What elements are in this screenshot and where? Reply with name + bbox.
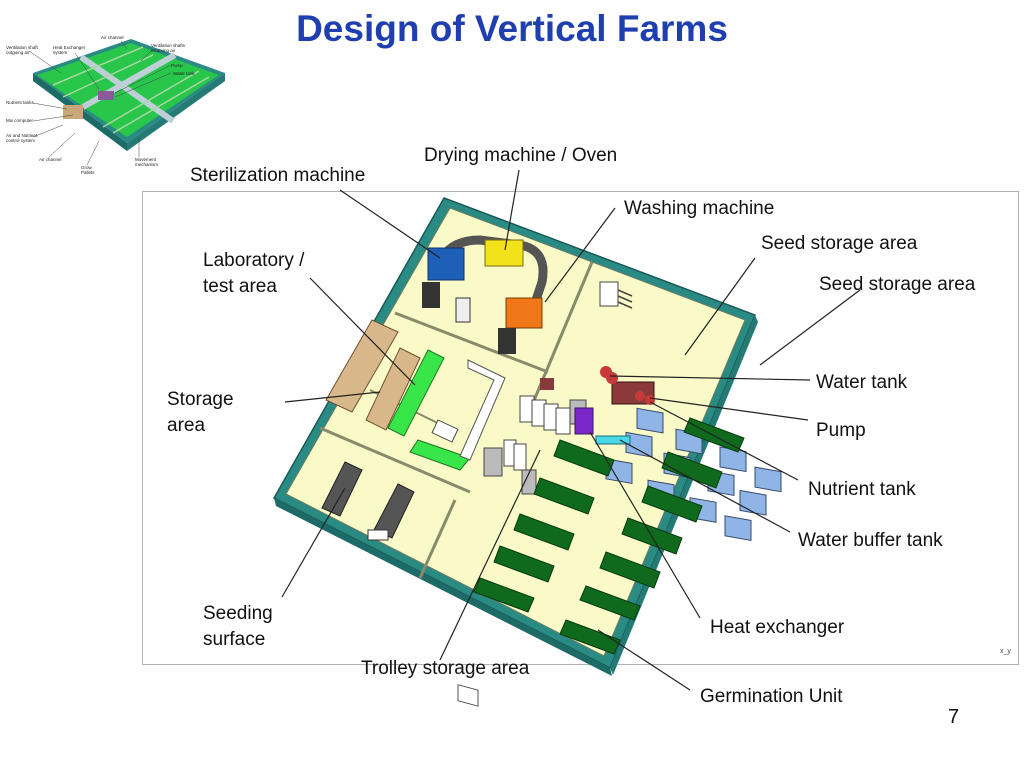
thumb-label-nutrient-tanks: Nutrient tanks xyxy=(6,100,34,105)
overview-thumbnail: Ventilation shaft outgoing air Heat Exch… xyxy=(3,33,227,175)
thumb-label-air-nutrient-control: Air and Nutrient control system xyxy=(6,133,38,143)
thumb-label-water-tank: Water tank xyxy=(173,71,195,76)
thumb-label-air-channel-top: Air channel xyxy=(101,35,124,40)
water-buffer-tank-unit xyxy=(595,435,631,445)
callout-water-tank: Water tank xyxy=(816,372,908,393)
callout-laboratory-line2: test area xyxy=(203,276,277,297)
callout-drying-machine: Drying machine / Oven xyxy=(424,145,618,166)
drying-machine xyxy=(484,239,524,267)
callout-washing-machine: Washing machine xyxy=(624,198,775,219)
callout-pump: Pump xyxy=(816,420,866,441)
callout-seeding-surface: Seeding xyxy=(203,603,273,624)
heat-exchanger-unit xyxy=(574,407,594,435)
callout-laboratory: Laboratory / xyxy=(203,250,305,271)
page-number: 7 xyxy=(948,706,960,728)
thumb-label-heat-exchanger: Heat Exchanger system xyxy=(53,45,86,55)
thumb-label-air-channel-bottom: Air channel xyxy=(39,157,62,162)
callout-nutrient-tank: Nutrient tank xyxy=(808,479,916,500)
axis-marker: x_y xyxy=(1000,648,1011,655)
thumb-label-movement-mechanism: Movement mechanism xyxy=(135,157,159,167)
callout-seed-storage-2: Seed storage area xyxy=(819,274,976,295)
callout-heat-exchanger: Heat exchanger xyxy=(710,617,845,638)
thumb-label-mix-computer: Mix computer xyxy=(6,118,34,123)
callout-germination-unit: Germination Unit xyxy=(700,686,843,707)
callout-trolley-storage: Trolley storage area xyxy=(361,658,530,679)
slide-title: Design of Vertical Farms xyxy=(296,8,728,49)
callout-seeding-surface-line2: surface xyxy=(203,629,266,650)
callout-water-buffer-tank: Water buffer tank xyxy=(798,530,943,551)
thumb-label-ventilation-incoming: Ventilation shafts incoming air xyxy=(151,43,186,53)
callout-storage: Storage xyxy=(167,389,234,410)
thumb-label-ventilation-outgoing: Ventilation shaft outgoing air xyxy=(6,45,38,55)
callout-sterilization-machine: Sterilization machine xyxy=(190,165,366,186)
washing-machine xyxy=(505,297,543,329)
thumb-label-pump: Pump xyxy=(171,63,183,68)
callout-storage-line2: area xyxy=(167,415,206,436)
thumb-label-grow-pallets: Grow Pallets xyxy=(81,165,95,175)
overview-thumbnail-drawing xyxy=(28,39,225,165)
callout-seed-storage-1: Seed storage area xyxy=(761,233,918,254)
